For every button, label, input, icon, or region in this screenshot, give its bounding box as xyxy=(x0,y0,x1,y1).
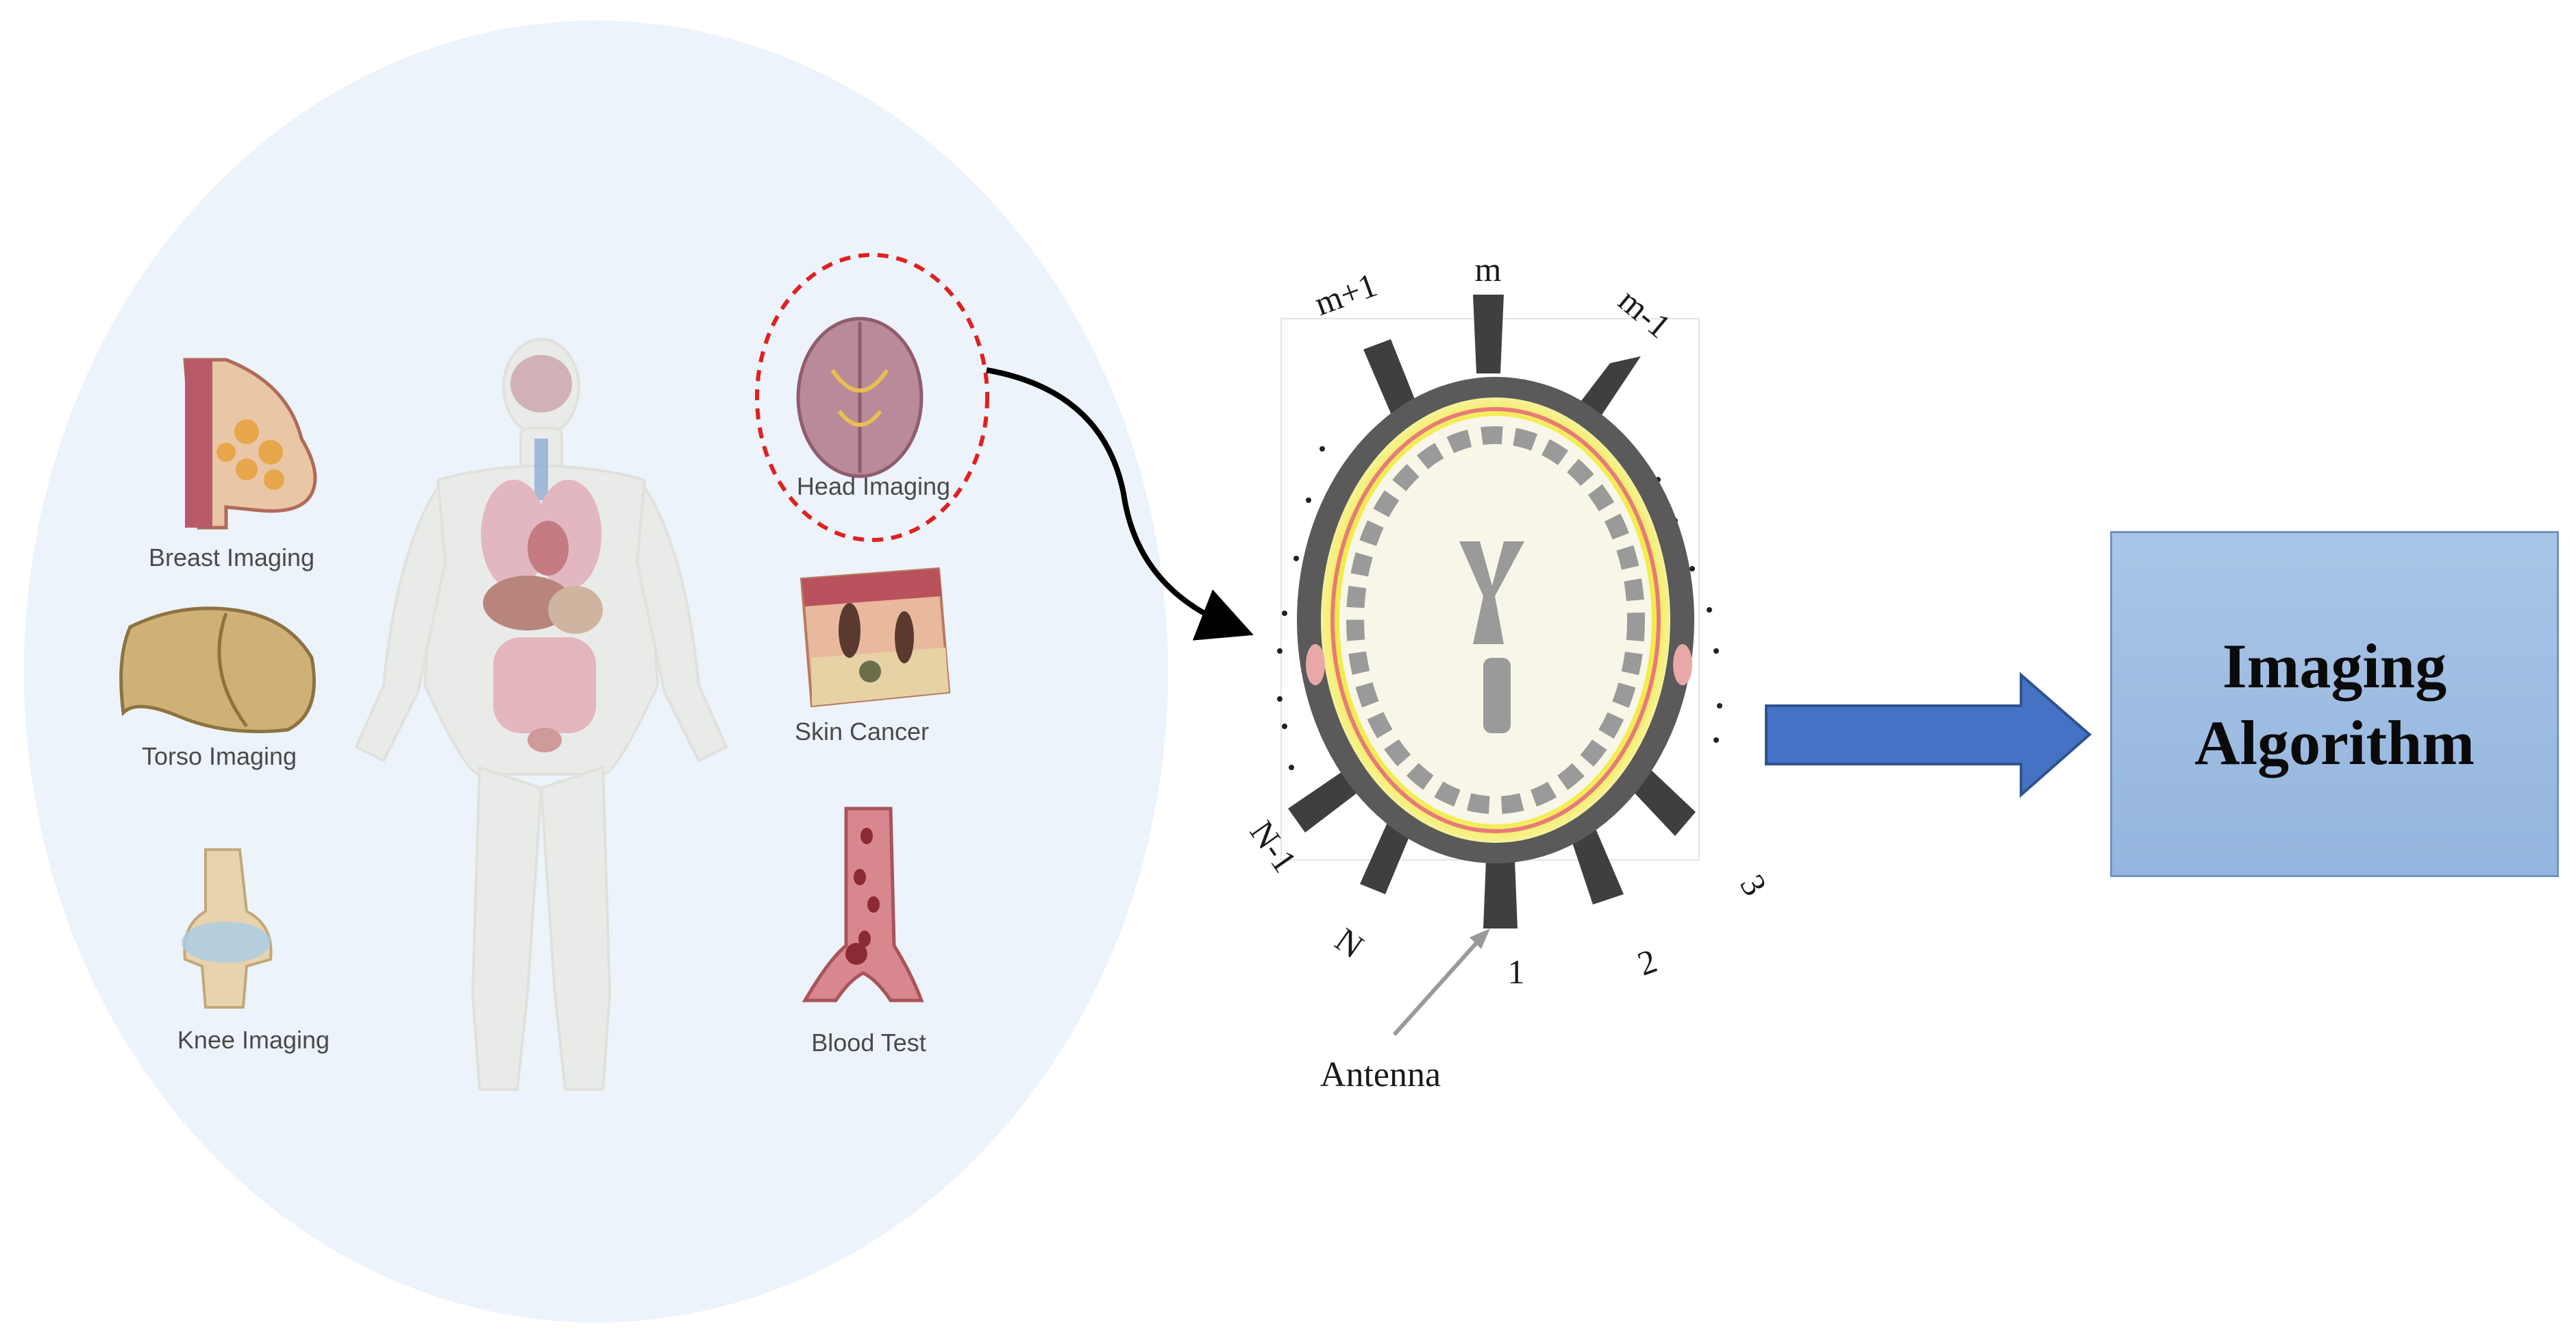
antenna-label-n: N xyxy=(1328,920,1371,966)
breast-imaging-label: Breast Imaging xyxy=(149,543,314,571)
antenna-label-m-plus-1: m+1 xyxy=(1309,265,1382,323)
head-to-model-arrow xyxy=(986,367,1254,641)
knee-imaging-icon xyxy=(182,848,273,1009)
antenna-label-n-minus-1: N-1 xyxy=(1243,813,1304,879)
head-imaging-label: Head Imaging xyxy=(797,472,950,500)
skin-cancer-label: Skin Cancer xyxy=(795,717,929,746)
blood-test-label: Blood Test xyxy=(811,1029,926,1057)
knee-imaging-label: Knee Imaging xyxy=(177,1026,330,1054)
head-imaging-highlight xyxy=(755,253,989,542)
brain-icon xyxy=(796,317,924,478)
antenna-pointer-arrow xyxy=(1392,933,1485,1037)
flow-arrow xyxy=(1765,672,2092,798)
imaging-algorithm-box: Imaging Algorithm xyxy=(2110,531,2559,877)
antenna-label-2: 2 xyxy=(1633,941,1662,983)
antenna-label-m-minus-1: m-1 xyxy=(1611,281,1679,346)
head-cross-section xyxy=(1297,377,1694,863)
torso-imaging-label: Torso Imaging xyxy=(142,742,297,770)
organs-illustration xyxy=(481,355,603,752)
breast-imaging-icon xyxy=(183,358,317,530)
antenna-label-1: 1 xyxy=(1508,952,1525,991)
antenna-dots xyxy=(1277,446,1722,770)
antenna-label-m: m xyxy=(1475,250,1502,288)
antenna-pointer-head xyxy=(1470,928,1490,949)
blood-test-icon xyxy=(802,807,924,1002)
antenna-label-3: 3 xyxy=(1733,868,1774,902)
skin-cancer-icon xyxy=(800,567,951,708)
imaging-algorithm-label: Imaging Algorithm xyxy=(2194,630,2475,778)
torso-imaging-icon xyxy=(119,606,316,733)
antenna-caption: Antenna xyxy=(1320,1055,1441,1094)
